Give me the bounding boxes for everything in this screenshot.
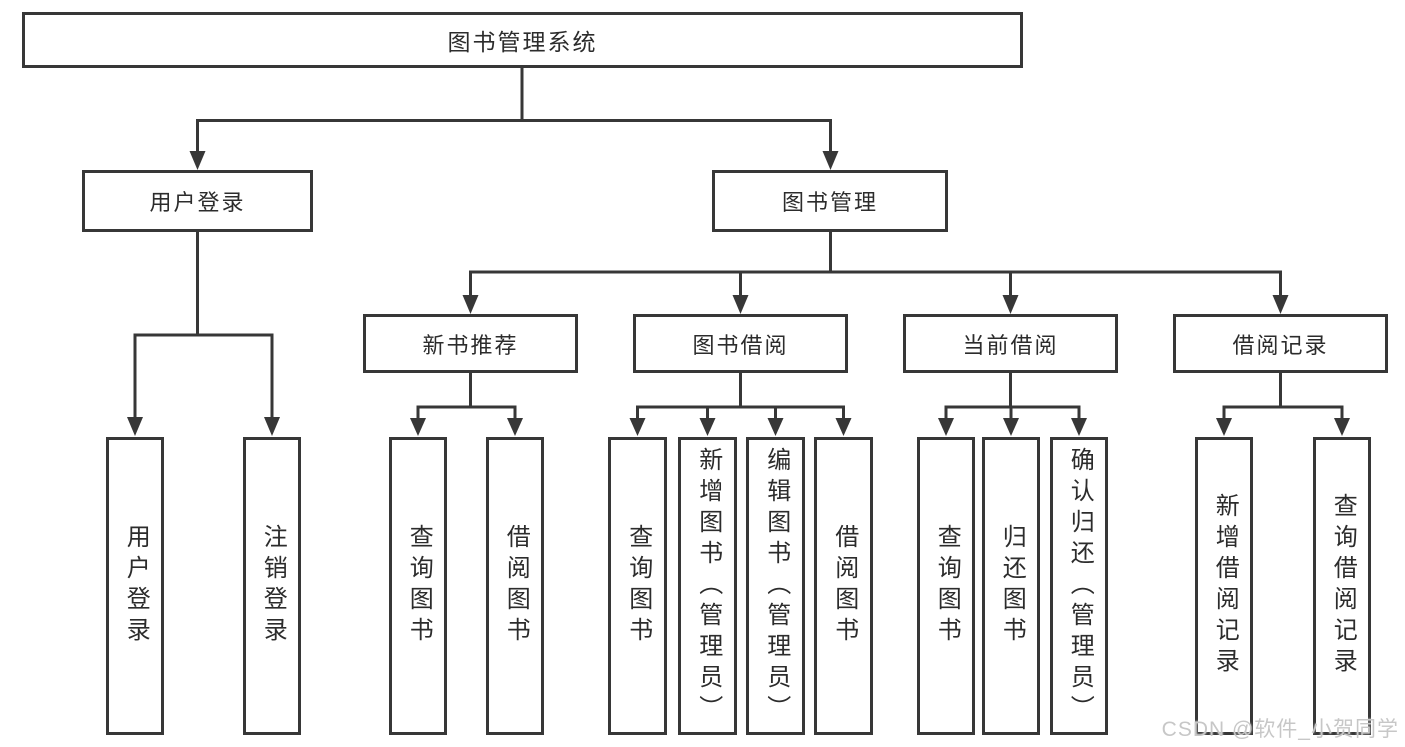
connector-borrow-record-to-leaves: [1222, 373, 1344, 419]
leaf-borrow-books-recommend: 借阅图书: [486, 437, 544, 735]
node-label: 图书管理: [781, 190, 878, 215]
node-label: 借阅记录: [1232, 332, 1329, 358]
leaf-query-books-borrow: 查询图书: [608, 437, 667, 735]
arrowheads-level3: [462, 295, 1289, 314]
node-label: 查询图书: [933, 524, 961, 648]
node-label: 图书借阅: [692, 332, 789, 358]
arrowheads-book-borrow-leaves: [629, 418, 852, 436]
node-user-login: 用户登录: [82, 170, 313, 232]
leaf-add-books-admin: 新增图书（管理员）: [678, 437, 737, 735]
leaf-logout: 注销登录: [243, 437, 301, 735]
node-book-management: 图书管理: [712, 170, 948, 232]
node-label: 借阅图书: [830, 524, 858, 648]
connector-new-recommend-to-leaves: [416, 373, 517, 419]
node-label: 用户登录: [122, 524, 150, 648]
arrowheads-new-recommend-leaves: [410, 418, 523, 436]
leaf-add-borrow-record: 新增借阅记录: [1195, 437, 1253, 735]
csdn-watermark: CSDN @软件_小贺同学: [1161, 718, 1399, 741]
arrowheads-current-borrow-leaves: [938, 418, 1087, 436]
node-label: 借阅图书: [502, 524, 530, 648]
leaf-return-books: 归还图书: [982, 437, 1040, 735]
connector-root-to-level2: [196, 68, 832, 152]
arrowheads-level2: [189, 151, 839, 170]
node-label: 确认归还（管理员）: [1066, 446, 1094, 726]
node-current-borrow: 当前借阅: [903, 314, 1118, 373]
leaf-query-books-recommend: 查询图书: [389, 437, 447, 735]
node-label: 图书管理系统: [447, 29, 598, 55]
node-label: 归还图书: [998, 524, 1026, 648]
connector-book-mgmt-to-level3: [469, 232, 1282, 296]
node-label: 用户登录: [149, 190, 246, 215]
arrowheads-user-login-leaves: [127, 417, 280, 436]
connector-book-borrow-to-leaves: [636, 373, 845, 419]
node-label: 查询图书: [624, 524, 652, 648]
leaf-edit-books-admin: 编辑图书（管理员）: [746, 437, 805, 735]
node-borrow-record: 借阅记录: [1173, 314, 1388, 373]
node-label: 查询借阅记录: [1329, 493, 1357, 679]
node-label: 注销登录: [259, 524, 287, 648]
connector-current-borrow-to-leaves: [944, 373, 1081, 419]
node-label: 新增借阅记录: [1211, 493, 1239, 679]
node-label: 当前借阅: [962, 332, 1059, 358]
leaf-query-books-current: 查询图书: [917, 437, 975, 735]
node-label: 新增图书（管理员）: [694, 446, 722, 726]
node-book-borrow: 图书借阅: [633, 314, 848, 373]
leaf-borrow-books: 借阅图书: [814, 437, 873, 735]
leaf-query-borrow-record: 查询借阅记录: [1313, 437, 1371, 735]
leaf-user-login: 用户登录: [106, 437, 164, 735]
leaf-confirm-return-admin: 确认归还（管理员）: [1050, 437, 1108, 735]
connector-user-login-to-leaves: [133, 232, 274, 418]
node-label: 新书推荐: [422, 332, 519, 358]
node-label: 查询图书: [405, 524, 433, 648]
arrowheads-borrow-record-leaves: [1216, 418, 1350, 436]
node-root-library-system: 图书管理系统: [22, 12, 1023, 68]
node-new-book-recommend: 新书推荐: [363, 314, 578, 373]
node-label: 编辑图书（管理员）: [762, 446, 790, 726]
